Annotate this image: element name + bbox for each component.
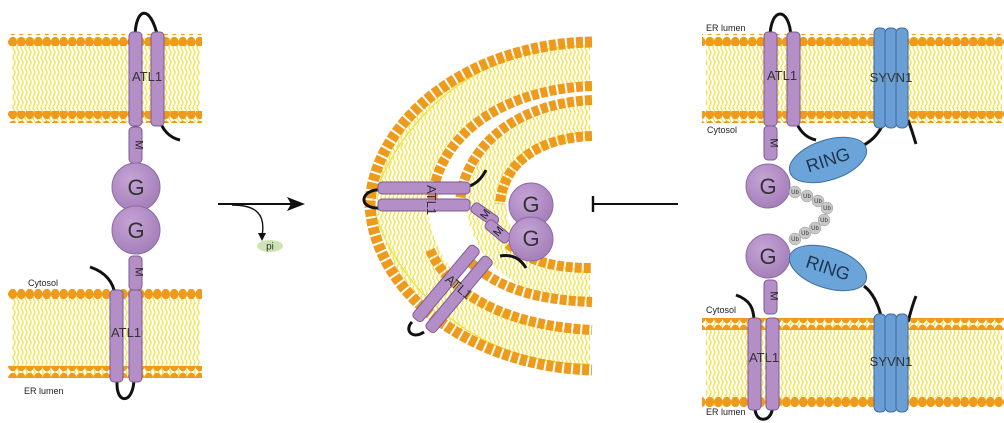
left-bottom-membrane <box>8 289 202 378</box>
left-g-domains: G G <box>112 163 160 254</box>
ub-label-1: Ub <box>791 190 799 196</box>
ub-label-8: Ub <box>791 237 799 243</box>
inhibition-arrow <box>593 196 678 212</box>
left-top-membrane <box>8 34 202 123</box>
right-bottom-syvn1-label: SYVN1 <box>870 354 913 369</box>
right-top-membrane <box>702 34 1004 123</box>
middle-panel: ATL1 M ATL1 M G G <box>364 42 592 370</box>
right-top-er-lumen-label: ER lumen <box>706 23 746 33</box>
middle-g-domains: G G <box>509 183 553 261</box>
left-er-lumen-label: ER lumen <box>24 386 64 396</box>
middle-g-label-1: G <box>522 192 539 217</box>
right-top-g-label: G <box>759 174 776 199</box>
ub-label-3: Ub <box>814 199 822 205</box>
ub-label-4: Ub <box>823 206 831 212</box>
ub-label-7: Ub <box>801 231 809 237</box>
reaction-arrow: pi <box>218 197 305 253</box>
right-bottom-membrane <box>702 318 1004 407</box>
left-g-top-label: G <box>127 175 144 200</box>
right-bottom-cytosol-label: Cytosol <box>706 305 736 315</box>
ub-label-6: Ub <box>811 226 819 232</box>
left-bottom-atl1-label: ATL1 <box>111 325 141 340</box>
middle-atl1-label-1: ATL1 <box>424 185 439 215</box>
left-top-m-label: M <box>133 140 145 149</box>
right-top-syvn1-label: SYVN1 <box>870 70 913 85</box>
right-bottom-atl1-label: ATL1 <box>749 350 779 365</box>
left-top-atl1-label: ATL1 <box>132 69 162 84</box>
ub-label-2: Ub <box>803 194 811 200</box>
middle-g-label-2: G <box>522 226 539 251</box>
left-g-bottom-label: G <box>127 218 144 243</box>
right-top-m-label: M <box>768 138 780 147</box>
right-top-ring: RING <box>784 129 872 192</box>
ub-label-5: Ub <box>820 218 828 224</box>
right-top-atl1-label: ATL1 <box>767 68 797 83</box>
right-bottom-er-lumen-label: ER lumen <box>706 407 746 417</box>
right-panel: ER lumen Cytosol Cytosol ER lumen ATL1 M… <box>702 14 1004 419</box>
left-bottom-m-label: M <box>133 267 145 276</box>
right-top-cytosol-label: Cytosol <box>707 125 737 135</box>
ubiquitin-chain: Ub Ub Ub Ub Ub Ub Ub Ub <box>789 186 833 245</box>
left-cytosol-label: Cytosol <box>28 278 58 288</box>
right-bottom-ring: RING <box>784 237 872 300</box>
left-panel: ATL1 M G G M ATL1 Cytosol ER lumen <box>8 13 202 398</box>
right-bottom-m-label: M <box>768 291 780 300</box>
pi-label: pi <box>266 242 274 253</box>
right-bottom-g-label: G <box>759 244 776 269</box>
